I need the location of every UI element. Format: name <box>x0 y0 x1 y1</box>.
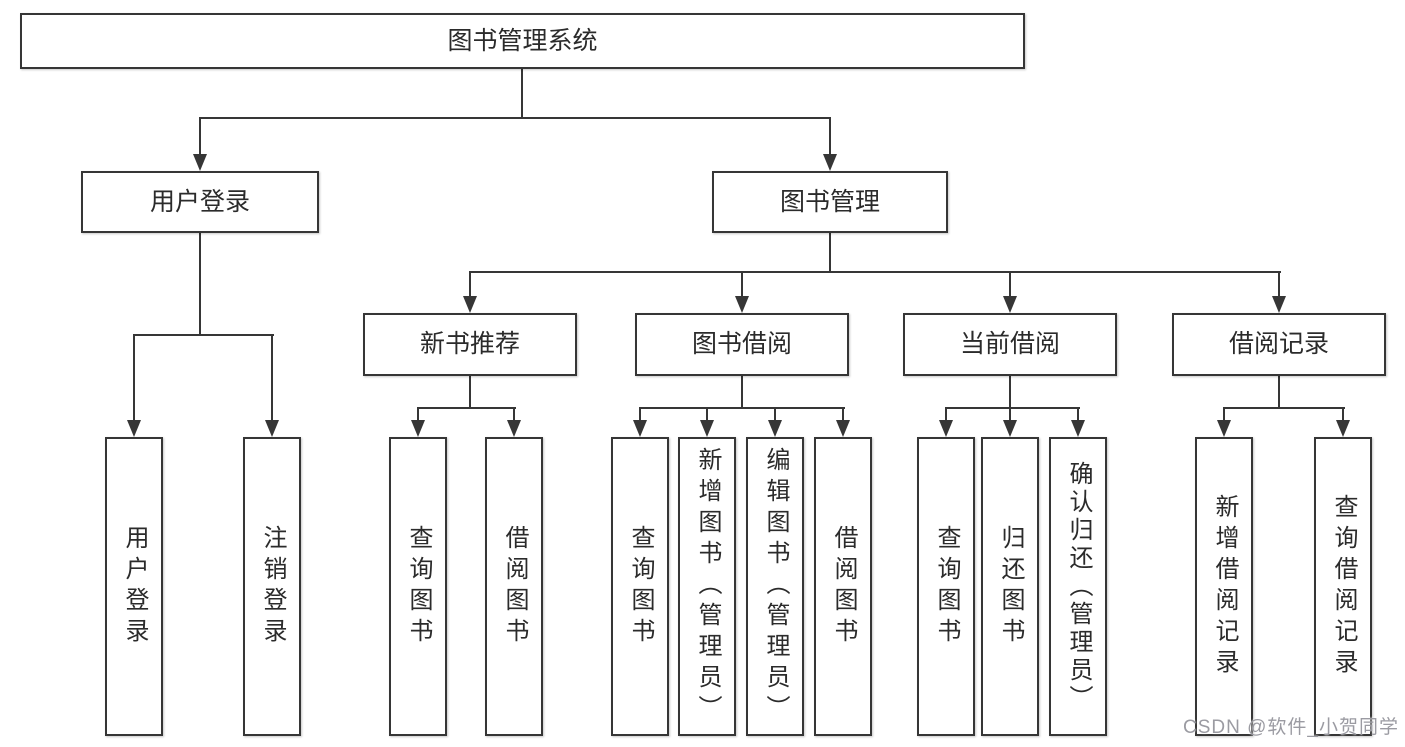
connector-line <box>417 407 516 409</box>
connector-line <box>639 407 641 422</box>
connector-line <box>133 334 274 336</box>
connector-line <box>639 407 845 409</box>
leaf-add-book-admin: 新增图书（管理员） <box>678 437 736 736</box>
connector-line <box>513 407 515 422</box>
arrowhead-down-icon <box>507 420 521 437</box>
connector-line <box>417 407 419 422</box>
arrowhead-down-icon <box>1272 296 1286 313</box>
arrowhead-down-icon <box>1003 296 1017 313</box>
arrowhead-down-icon <box>193 154 207 171</box>
watermark: CSDN @软件_小贺同学 <box>1183 717 1399 738</box>
node-book-borrow: 图书借阅 <box>635 313 849 376</box>
node-current-borrow: 当前借阅 <box>903 313 1117 376</box>
connector-line <box>199 117 831 119</box>
leaf-borrow-books-recommend: 借阅图书 <box>485 437 543 736</box>
node-new-book-recommend: 新书推荐 <box>363 313 577 376</box>
connector-line <box>1278 376 1280 409</box>
connector-line <box>706 407 708 422</box>
connector-line <box>199 233 201 336</box>
connector-line <box>829 117 831 155</box>
arrowhead-down-icon <box>836 420 850 437</box>
arrowhead-down-icon <box>768 420 782 437</box>
connector-line <box>1009 271 1011 297</box>
leaf-query-books-current: 查询图书 <box>917 437 975 736</box>
leaf-logout: 注销登录 <box>243 437 301 736</box>
connector-line <box>1278 271 1280 297</box>
arrowhead-down-icon <box>735 296 749 313</box>
leaf-query-books-borrow: 查询图书 <box>611 437 669 736</box>
connector-line <box>469 271 471 297</box>
arrowhead-down-icon <box>939 420 953 437</box>
connector-line <box>829 233 831 273</box>
connector-line <box>1009 376 1011 409</box>
connector-line <box>1342 407 1344 422</box>
arrowhead-down-icon <box>1336 420 1350 437</box>
connector-line <box>741 376 743 409</box>
arrowhead-down-icon <box>1071 420 1085 437</box>
connector-line <box>521 69 523 118</box>
connector-line <box>469 376 471 409</box>
connector-line <box>469 271 1281 273</box>
connector-line <box>945 407 1080 409</box>
arrowhead-down-icon <box>127 420 141 437</box>
connector-line <box>1223 407 1345 409</box>
connector-line <box>774 407 776 422</box>
connector-line <box>271 334 273 421</box>
leaf-confirm-return-admin: 确认归还（管理员） <box>1049 437 1107 736</box>
leaf-query-books-recommend: 查询图书 <box>389 437 447 736</box>
arrowhead-down-icon <box>700 420 714 437</box>
arrowhead-down-icon <box>463 296 477 313</box>
leaf-return-book: 归还图书 <box>981 437 1039 736</box>
arrowhead-down-icon <box>1003 420 1017 437</box>
node-borrow-records: 借阅记录 <box>1172 313 1386 376</box>
connector-line <box>133 334 135 421</box>
arrowhead-down-icon <box>633 420 647 437</box>
leaf-user-login: 用户登录 <box>105 437 163 736</box>
leaf-add-borrow-record: 新增借阅记录 <box>1195 437 1253 736</box>
node-book-management: 图书管理 <box>712 171 948 233</box>
arrowhead-down-icon <box>823 154 837 171</box>
connector-line <box>1009 407 1011 422</box>
leaf-edit-book-admin: 编辑图书（管理员） <box>746 437 804 736</box>
connector-line <box>1077 407 1079 422</box>
arrowhead-down-icon <box>265 420 279 437</box>
arrowhead-down-icon <box>1217 420 1231 437</box>
connector-line <box>945 407 947 422</box>
connector-line <box>842 407 844 422</box>
node-user-login: 用户登录 <box>81 171 319 233</box>
node-root: 图书管理系统 <box>20 13 1025 69</box>
leaf-borrow-books: 借阅图书 <box>814 437 872 736</box>
connector-line <box>199 117 201 155</box>
arrowhead-down-icon <box>411 420 425 437</box>
connector-line <box>741 271 743 297</box>
leaf-query-borrow-record: 查询借阅记录 <box>1314 437 1372 736</box>
connector-line <box>1223 407 1225 422</box>
